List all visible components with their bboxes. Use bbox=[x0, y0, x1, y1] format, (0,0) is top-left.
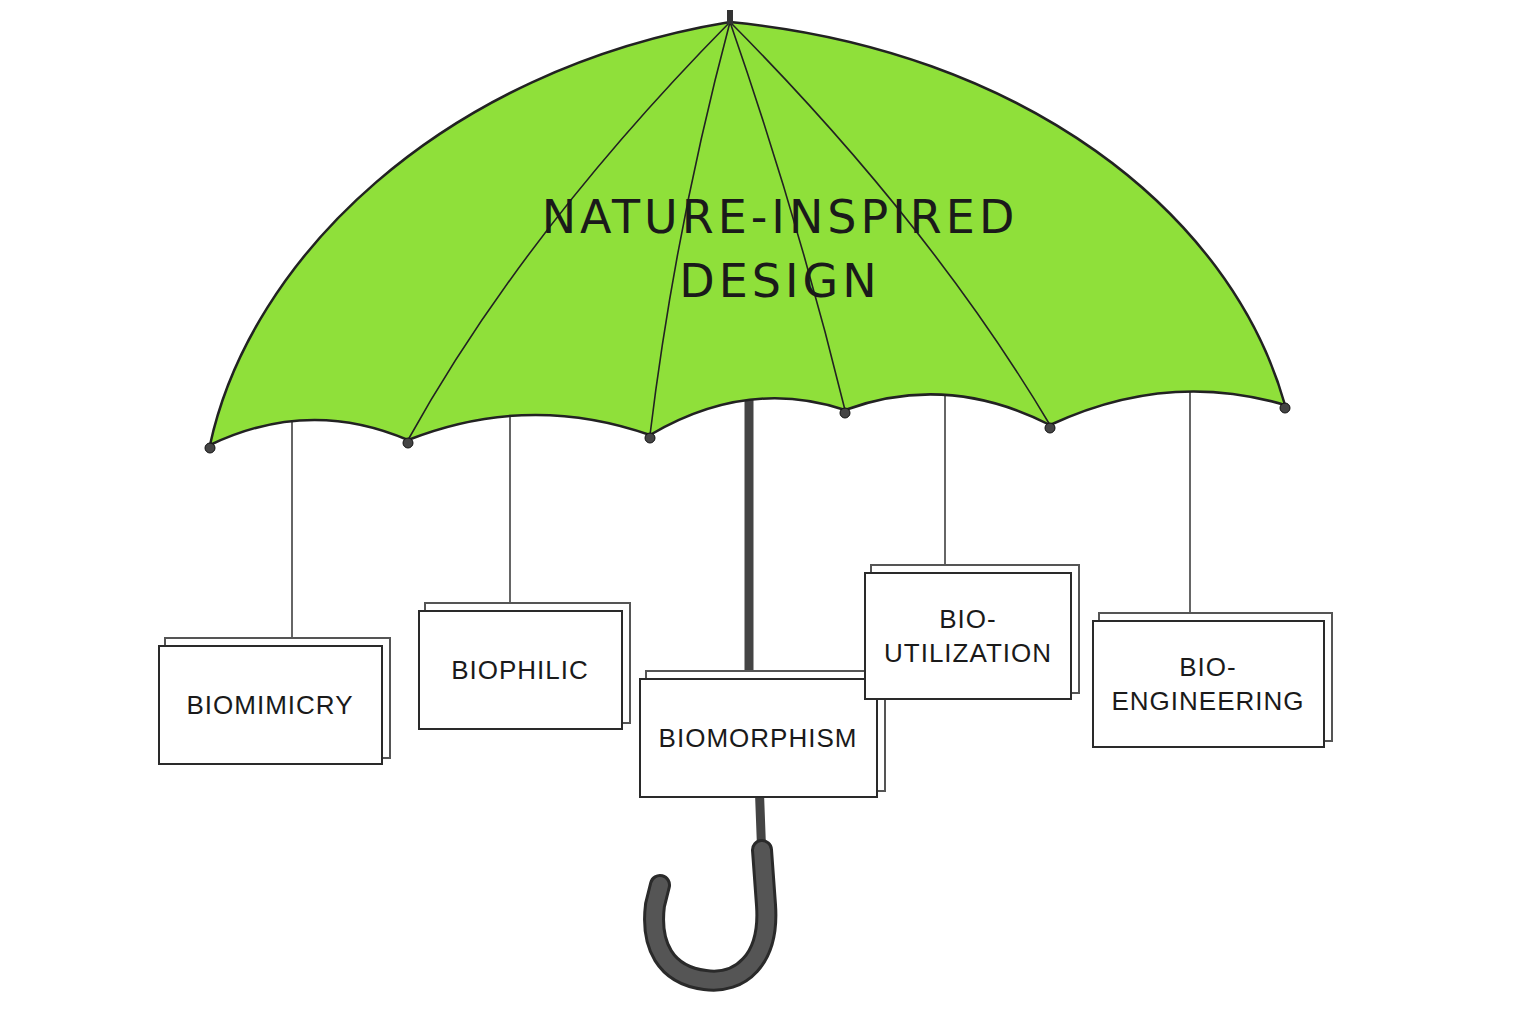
rib-tip bbox=[840, 408, 850, 418]
hanging-box: BIOPHILIC bbox=[418, 610, 623, 730]
hanging-string bbox=[1189, 378, 1191, 619]
rib-tip bbox=[1280, 403, 1290, 413]
umbrella-hook bbox=[654, 850, 766, 981]
category-label: BIOMIMICRY bbox=[187, 688, 354, 722]
hanging-box: BIOMORPHISM bbox=[639, 678, 878, 798]
rib-tip bbox=[1045, 423, 1055, 433]
rib-tip bbox=[645, 433, 655, 443]
category-label: BIO- UTILIZATION bbox=[882, 602, 1054, 670]
umbrella-hook-outline bbox=[654, 850, 766, 981]
umbrella-shaft bbox=[745, 388, 754, 680]
canopy-fabric bbox=[210, 22, 1285, 445]
category-label: BIO- ENGINEERING bbox=[1110, 650, 1307, 718]
hanging-box: BIOMIMICRY bbox=[158, 645, 383, 765]
umbrella-title: NATURE-INSPIRED DESIGN bbox=[480, 185, 1080, 313]
umbrella-ferrule bbox=[727, 10, 733, 24]
hanging-string bbox=[291, 420, 293, 644]
hanging-string bbox=[509, 398, 511, 609]
hanging-box: BIO- UTILIZATION bbox=[864, 572, 1072, 700]
hanging-string bbox=[944, 378, 946, 571]
umbrella-canopy: NATURE-INSPIRED DESIGN bbox=[190, 10, 1310, 470]
category-label: BIOPHILIC bbox=[451, 653, 589, 687]
hanging-box: BIO- ENGINEERING bbox=[1092, 620, 1325, 748]
category-label: BIOMORPHISM bbox=[659, 721, 858, 755]
rib-tip bbox=[205, 443, 215, 453]
rib-tip bbox=[403, 438, 413, 448]
